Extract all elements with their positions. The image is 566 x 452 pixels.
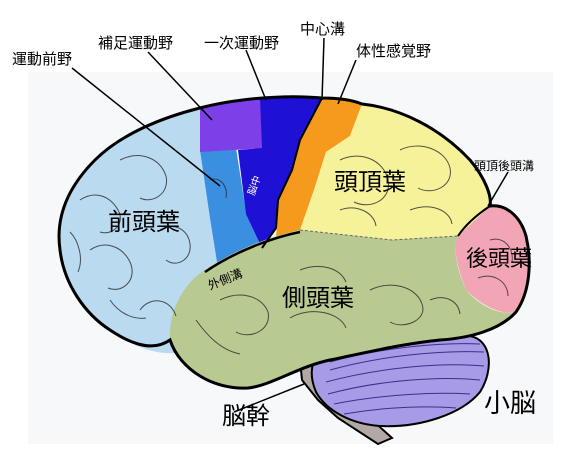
parieto-occipital-sulcus-label: 頭頂後頭溝 xyxy=(474,159,534,173)
central-sulcus-line xyxy=(261,97,323,249)
gyri-lines xyxy=(69,145,513,355)
parietal-lobe-region xyxy=(300,104,491,240)
brainstem-label: 脳幹 xyxy=(222,402,270,430)
brain-outline xyxy=(57,95,531,390)
somatosensory-label: 体性感覚野 xyxy=(356,42,431,60)
primary-motor-label: 一次運動野 xyxy=(204,34,279,52)
cerebellum-label: 小脳 xyxy=(484,389,536,419)
occipital-lobe-label: 後頭葉 xyxy=(466,247,532,272)
premotor-region xyxy=(200,148,262,268)
occipital-lobe-region xyxy=(455,205,530,313)
parietal-temporal-boundary xyxy=(299,229,459,241)
central-sulcus-label: 中心溝 xyxy=(300,20,345,38)
parieto-occipital-sulcus-line xyxy=(457,205,491,237)
somatosensory-region xyxy=(276,98,362,240)
primary-motor-region xyxy=(238,96,322,248)
frontal-lobe-label: 前頭葉 xyxy=(108,208,180,236)
frontal-lobe-region xyxy=(59,110,218,354)
lateral-sulcus-line xyxy=(204,230,301,274)
premotor-label: 運動前野 xyxy=(12,50,72,68)
supplementary-motor-region xyxy=(200,98,266,152)
temporal-lobe-region xyxy=(169,230,516,389)
parietal-lobe-label: 頭頂葉 xyxy=(334,168,406,196)
supplementary-motor-label: 補足運動野 xyxy=(98,34,173,52)
temporal-lobe-label: 側頭葉 xyxy=(282,284,354,312)
leader-lines xyxy=(71,37,509,413)
